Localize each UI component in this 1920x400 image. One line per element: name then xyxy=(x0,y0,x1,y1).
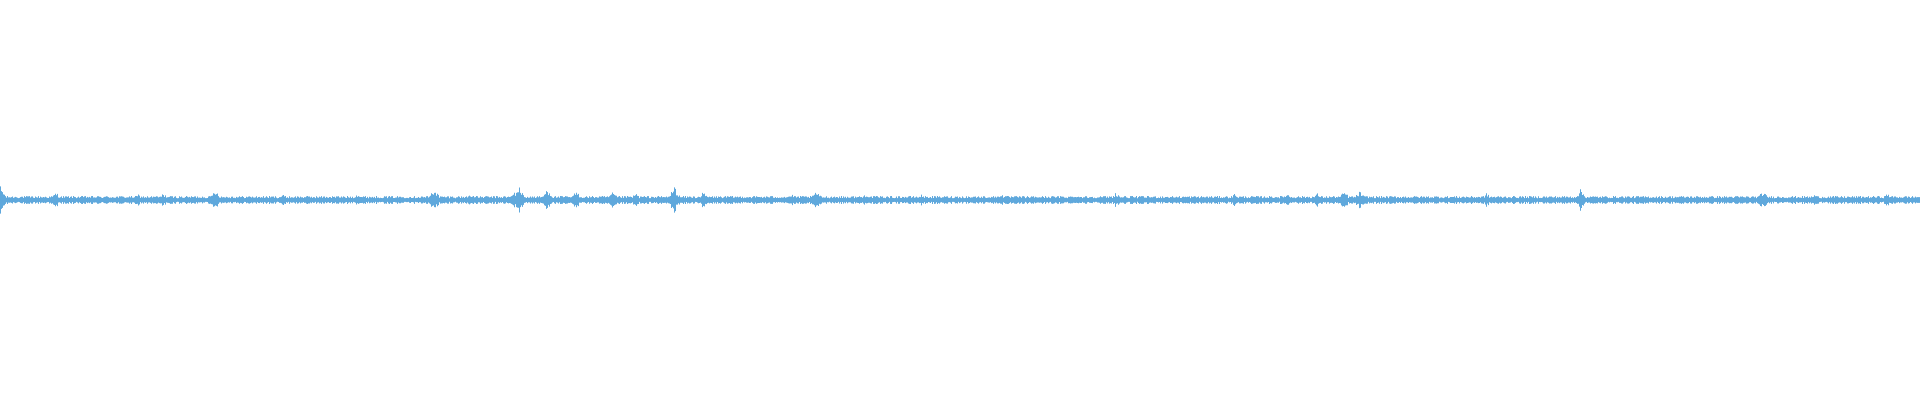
waveform-bars xyxy=(0,186,1920,214)
